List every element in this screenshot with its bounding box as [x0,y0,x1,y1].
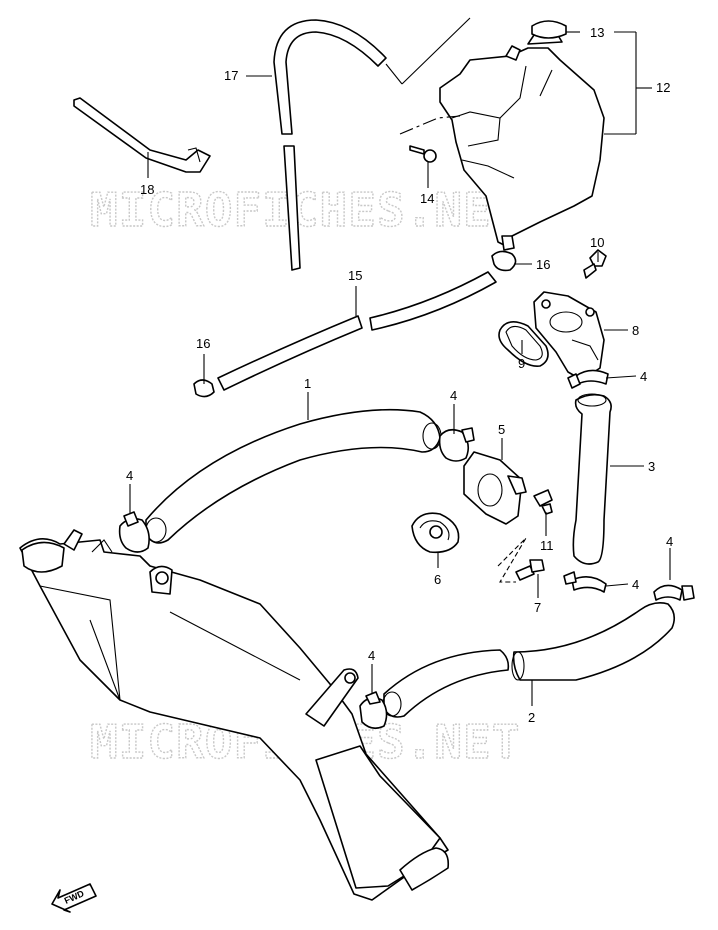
watermark-top: MICROFICHES.NET [90,183,520,237]
part-10-bolt [583,249,607,279]
callout-2: 2 [528,710,535,725]
part-1-radiator-hose [145,408,442,544]
callout-7: 7 [534,600,541,615]
fwd-arrow-icon: FWD [51,883,97,913]
callout-15: 15 [348,268,362,283]
part-16-clamp-upper [491,250,517,272]
part-9-gasket [498,321,549,367]
callout-4-e: 4 [666,534,673,549]
part-4-clamp-hose3-bottom [563,571,607,593]
callout-1: 1 [304,376,311,391]
part-18-bracket [73,97,211,173]
leader-lines [129,31,671,706]
part-15-hose [217,271,497,391]
callout-4-b: 4 [450,388,457,403]
part-14-bolt [409,145,437,163]
callout-4-d: 4 [632,577,639,592]
callout-17: 17 [224,68,238,83]
callout-3: 3 [648,459,655,474]
callout-4-a: 4 [640,369,647,384]
part-8-thermostat-cover [533,291,605,381]
callout-13: 13 [590,25,604,40]
callout-12: 12 [656,80,670,95]
part-6-thermostat [411,512,460,554]
part-4-clamp-hose2-right [653,584,695,601]
callout-11: 11 [540,538,554,553]
part-5-thermostat-housing [463,451,527,525]
callout-9: 9 [518,356,525,371]
part-4-clamp-hose1-right [438,427,475,462]
callout-14: 14 [420,191,434,206]
callout-labels: 17 18 13 12 14 16 15 16 10 8 9 4 3 1 4 5… [126,25,673,725]
callout-6: 6 [434,572,441,587]
part-13-cap [531,20,567,39]
part-16-clamp-lower [193,379,215,398]
radiator [19,529,450,901]
callout-16-lower: 16 [196,336,210,351]
part-2-hose [382,602,676,718]
callout-16-upper: 16 [536,257,550,272]
part-3-hose [572,393,612,565]
callout-18: 18 [140,182,154,197]
part-7-bolt [497,537,545,583]
callout-10: 10 [590,235,604,250]
part-12-reservoir-tank [399,20,605,251]
callout-5: 5 [498,422,505,437]
part-4-clamp-hose1-left [118,511,150,553]
part-11-sensor [533,489,553,515]
callout-4-c: 4 [126,468,133,483]
part-4-clamp-hose2-left [359,691,388,730]
part-4-clamp-hose3-top [567,369,609,389]
callout-8: 8 [632,323,639,338]
part-17-overflow-hose [273,17,471,271]
callout-4-f: 4 [368,648,375,663]
